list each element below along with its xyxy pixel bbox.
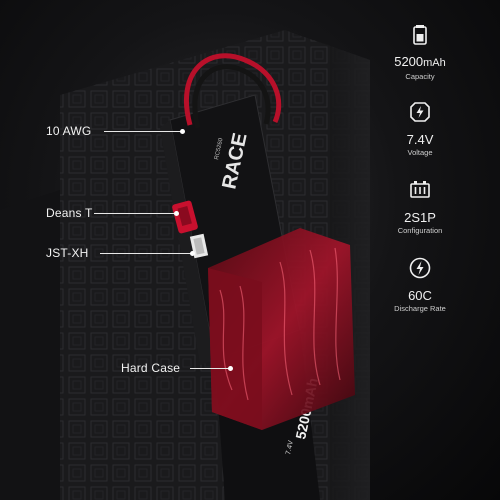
- leader-dot-connector: [174, 211, 179, 216]
- lightning-chip-icon: [410, 102, 430, 122]
- spec-discharge-value: 60C: [408, 288, 432, 303]
- jst-connector: [189, 233, 209, 259]
- deans-connector: [172, 200, 198, 234]
- battery-voltage-print: 7.4V: [285, 440, 295, 456]
- spec-configuration-label: Configuration: [397, 226, 443, 235]
- spec-voltage-value: 7.4V: [406, 132, 434, 147]
- leader-dot-balance: [190, 251, 195, 256]
- spec-discharge-label: Discharge Rate: [394, 304, 446, 313]
- callout-connector: Deans T: [46, 206, 93, 220]
- callout-wire-gauge: 10 AWG: [46, 124, 92, 138]
- leader-wire: [104, 131, 182, 132]
- discharge-gauge-icon: [409, 257, 431, 279]
- spec-capacity-value: 5200: [394, 54, 424, 69]
- leader-balance: [100, 253, 192, 254]
- spec-capacity-unit: mAh: [423, 57, 446, 69]
- spec-capacity: 5200mAh Capacity: [380, 22, 460, 82]
- spec-configuration: 2S1P Configuration: [380, 178, 460, 236]
- leader-dot-case: [228, 366, 233, 371]
- spec-discharge: 60C Discharge Rate: [380, 256, 460, 314]
- hard-case: [208, 228, 355, 430]
- battery-model: RC5260: [214, 137, 225, 160]
- leader-connector: [94, 213, 176, 214]
- spec-voltage: 7.4V Voltage: [380, 100, 460, 158]
- spec-capacity-label: Capacity: [405, 72, 435, 81]
- spec-configuration-value: 2S1P: [404, 210, 436, 225]
- callout-balance-plug: JST-XH: [46, 246, 89, 260]
- callout-hard-case: Hard Case: [121, 361, 181, 375]
- spec-voltage-label: Voltage: [407, 148, 433, 157]
- leader-case: [190, 368, 230, 369]
- battery-icon: [413, 25, 427, 45]
- battery-wires: [183, 53, 282, 129]
- leader-dot-wire: [180, 129, 185, 134]
- battery-cells-icon: [410, 181, 430, 198]
